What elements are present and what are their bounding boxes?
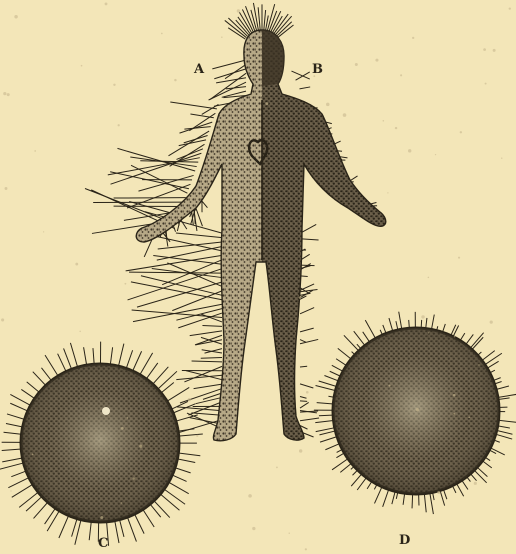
label-b: B [312, 62, 324, 77]
label-a: A [194, 62, 205, 77]
label-d: D [399, 533, 411, 548]
label-c: C [98, 536, 109, 551]
aura-spheres [0, 312, 516, 546]
